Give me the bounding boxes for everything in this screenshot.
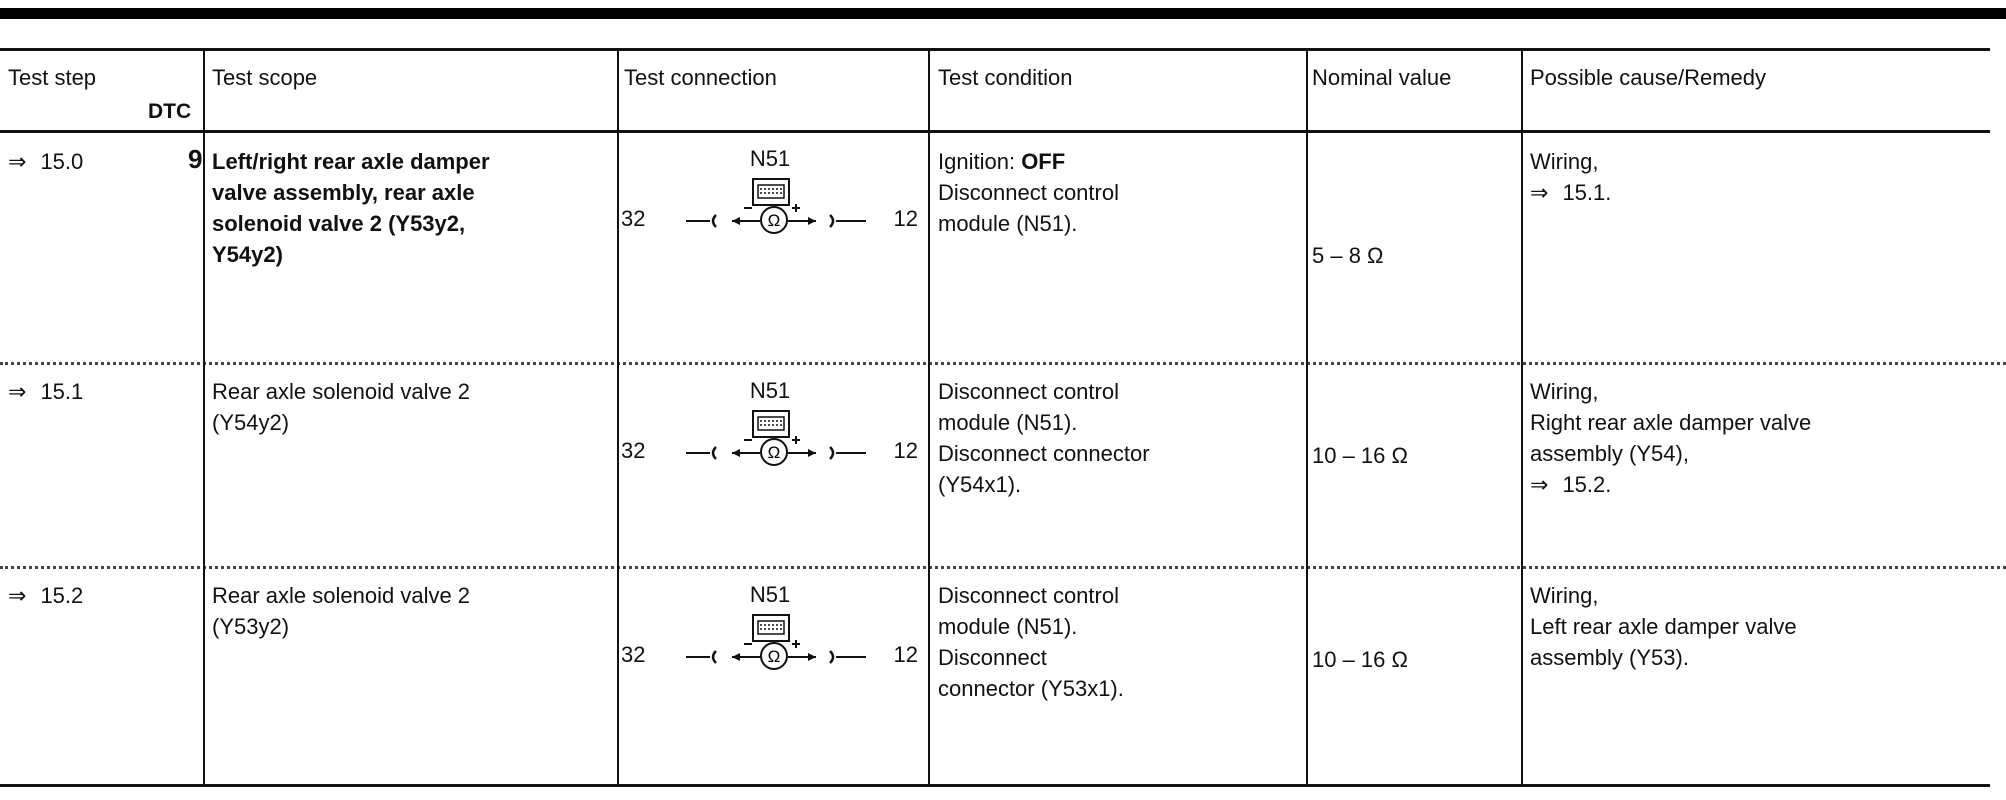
test-scope-text: Rear axle solenoid valve 2 (Y53y2) (212, 583, 471, 639)
pin-right: 12 (893, 438, 918, 463)
test-condition-text: Ignition: OFF Disconnect control module … (938, 149, 1119, 236)
ohmmeter-icon: Ω (686, 640, 866, 670)
header-test-scope: Test scope (212, 65, 318, 90)
module-label: N51 (749, 582, 791, 607)
step-number: ⇒15.2 (8, 583, 84, 608)
module-label: N51 (749, 146, 791, 171)
nominal-value: 10 – 16 Ω (1312, 443, 1408, 468)
control-module-icon (752, 614, 790, 642)
remedy-text: Wiring, ⇒15.1. (1530, 149, 1612, 205)
col-divider-condition (928, 48, 930, 784)
control-module-icon (752, 410, 790, 438)
header-test-condition: Test condition (938, 65, 1073, 90)
header-nominal-value: Nominal value (1312, 65, 1452, 90)
test-connection-diagram: N51 32 12 Ω (620, 374, 920, 494)
test-connection-diagram: N51 32 12 Ω (620, 578, 920, 698)
test-connection-diagram: N51 32 12 Ω (620, 142, 920, 262)
header-remedy: Possible cause/Remedy (1530, 65, 1767, 90)
col-divider-scope (203, 48, 205, 784)
remedy-text: Wiring, Right rear axle damper valve ass… (1530, 379, 1812, 497)
svg-text:Ω: Ω (768, 443, 781, 462)
svg-text:Ω: Ω (768, 647, 781, 666)
col-divider-remedy (1521, 48, 1523, 784)
row-divider-2 (0, 566, 2006, 569)
test-condition-text: Disconnect control module (N51). Disconn… (938, 583, 1124, 701)
table-bottom-rule (0, 784, 1990, 787)
test-condition-text: Disconnect control module (N51). Disconn… (938, 379, 1150, 497)
pin-left: 32 (621, 642, 646, 667)
module-label: N51 (749, 378, 791, 403)
pin-right: 12 (893, 642, 918, 667)
test-scope-text: Rear axle solenoid valve 2 (Y54y2) (212, 379, 471, 435)
nominal-value: 5 – 8 Ω (1312, 243, 1384, 268)
header-test-connection: Test connection (624, 65, 777, 90)
col-divider-connection (617, 48, 619, 784)
header-test-step: Test step (8, 65, 97, 90)
ohmmeter-icon: Ω (686, 436, 866, 466)
table-top-rule (0, 48, 1990, 51)
col-divider-nominal (1306, 48, 1308, 784)
arrow-icon: ⇒ (8, 149, 27, 174)
dtc-code: 9 (188, 144, 203, 174)
remedy-text: Wiring, Left rear axle damper valve asse… (1530, 583, 1797, 670)
header-bottom-rule (0, 130, 1990, 133)
top-rule (0, 8, 2006, 19)
arrow-icon: ⇒ (8, 379, 27, 404)
step-number: ⇒15.0 (8, 149, 84, 174)
control-module-icon (752, 178, 790, 206)
arrow-icon: ⇒ (1530, 472, 1549, 497)
svg-text:Ω: Ω (768, 211, 781, 230)
test-scope-text: Left/right rear axle damper valve assemb… (212, 149, 490, 267)
nominal-value: 10 – 16 Ω (1312, 647, 1408, 672)
ohmmeter-icon: Ω (686, 204, 866, 234)
pin-left: 32 (621, 438, 646, 463)
pin-left: 32 (621, 206, 646, 231)
pin-right: 12 (893, 206, 918, 231)
arrow-icon: ⇒ (8, 583, 27, 608)
header-dtc: DTC (148, 100, 192, 123)
row-divider-1 (0, 362, 2006, 365)
step-number: ⇒15.1 (8, 379, 84, 404)
arrow-icon: ⇒ (1530, 180, 1549, 205)
